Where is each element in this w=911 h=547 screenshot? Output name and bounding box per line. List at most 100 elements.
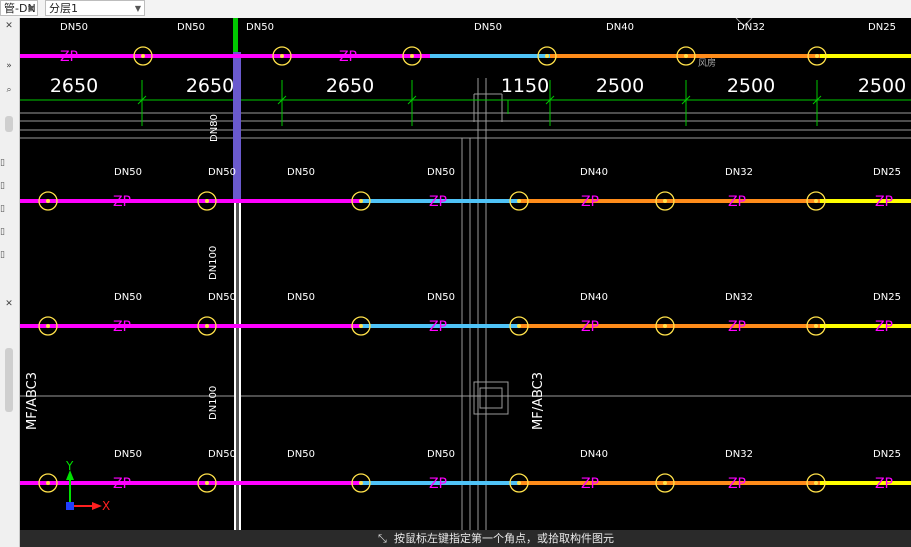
sprinkler-center xyxy=(359,199,363,203)
pipe-type-label: ZP xyxy=(113,194,131,210)
chevron-down-icon: ▼ xyxy=(134,4,141,13)
pipe-size-label: DN50 xyxy=(427,167,455,178)
sprinkler-head-icon xyxy=(509,473,529,493)
tree-item[interactable]: ▯ xyxy=(0,250,5,260)
sprinkler-head-icon xyxy=(133,46,153,66)
pipe-size-label: DN25 xyxy=(873,167,901,178)
pipe-size-label: DN25 xyxy=(873,449,901,460)
dimension-text: 2650 xyxy=(326,75,374,97)
pipe-type-label: ZP xyxy=(429,194,447,210)
pipe-size-label: DN50 xyxy=(208,449,236,460)
sprinkler-center xyxy=(663,199,667,203)
pipe-size-label: DN50 xyxy=(287,167,315,178)
tree-item[interactable]: ▯ xyxy=(0,227,5,237)
drawing-svg[interactable]: 2650 2650 2650 1150 2500 2500 2500 DN80 … xyxy=(20,18,911,530)
pipe-size-label: DN40 xyxy=(580,167,608,178)
sprinkler-head-icon xyxy=(38,473,58,493)
sprinkler-head-icon xyxy=(807,46,827,66)
close-icon[interactable]: ✕ xyxy=(5,21,13,31)
sprinkler-center xyxy=(141,54,145,58)
riser-label: DN80 xyxy=(209,114,220,142)
pipe-spec-dropdown[interactable]: 管-DN ▼ xyxy=(0,0,38,16)
pipe-type-label: ZP xyxy=(429,319,447,335)
sprinkler-center xyxy=(663,481,667,485)
sprinkler-head-icon xyxy=(197,473,217,493)
sprinkler-head-icon xyxy=(38,191,58,211)
pipe-type-label: ZP xyxy=(875,476,893,492)
left-panel: ✕ » ⌕ ▯ ▯ ▯ ▯ ▯ ✕ xyxy=(0,18,20,547)
pipe-size-label: DN25 xyxy=(873,292,901,303)
sprinkler-center xyxy=(410,54,414,58)
tree-item[interactable]: ▯ xyxy=(0,181,5,191)
sprinkler-center xyxy=(280,54,284,58)
riser-label: DN100 xyxy=(208,386,219,420)
close-icon[interactable]: ✕ xyxy=(5,299,13,309)
pipe-type-label: ZP xyxy=(60,49,78,65)
sprinkler-center xyxy=(359,324,363,328)
sprinkler-center xyxy=(205,481,209,485)
pipe-size-label: DN50 xyxy=(114,292,142,303)
sprinkler-head-icon xyxy=(351,191,371,211)
sprinkler-head-icon xyxy=(272,46,292,66)
sprinkler-head-icon xyxy=(537,46,557,66)
sprinkler-head-icon xyxy=(676,46,696,66)
side-label: MF/ABC3 xyxy=(25,372,40,430)
expand-icon[interactable]: » xyxy=(6,61,12,71)
pipe-type-label: ZP xyxy=(113,319,131,335)
sprinkler-center xyxy=(814,324,818,328)
riser-pipe-inner xyxy=(236,202,239,530)
tree-item[interactable]: ▯ xyxy=(0,204,5,214)
status-bar: ⤡ 按鼠标左键指定第一个角点，或拾取构件图元 xyxy=(20,530,911,547)
pipe-type-label: ZP xyxy=(875,194,893,210)
pipe-size-label: DN40 xyxy=(580,292,608,303)
tree-item[interactable]: ▯ xyxy=(0,158,5,168)
pipe-size-label: DN50 xyxy=(177,22,205,33)
pipe-type-label: ZP xyxy=(728,476,746,492)
pipe-size-label: DN40 xyxy=(606,22,634,33)
sprinkler-head-icon xyxy=(509,316,529,336)
pipe-type-label: ZP xyxy=(728,194,746,210)
pipe-size-label: DN32 xyxy=(725,449,753,460)
sprinkler-center xyxy=(517,199,521,203)
sprinkler-head-icon xyxy=(402,46,422,66)
sprinkler-center xyxy=(46,324,50,328)
search-icon[interactable]: ⌕ xyxy=(6,85,12,95)
floor-layer-dropdown[interactable]: 分层1 ▼ xyxy=(45,0,145,16)
sprinkler-head-icon xyxy=(806,473,826,493)
sprinkler-head-icon xyxy=(806,316,826,336)
wall-lines xyxy=(20,18,911,530)
pipe-size-label: DN50 xyxy=(114,167,142,178)
cad-canvas[interactable]: 2650 2650 2650 1150 2500 2500 2500 DN80 … xyxy=(20,18,911,530)
pipe-size-label: DN50 xyxy=(427,292,455,303)
pipe-spec-value: 管-DN xyxy=(4,2,36,15)
dimension-line xyxy=(20,80,911,126)
ucs-axis-icon: Y X xyxy=(65,459,110,513)
sprinkler-head-icon xyxy=(655,473,675,493)
pipe-type-label: ZP xyxy=(429,476,447,492)
pipe-size-label: DN50 xyxy=(474,22,502,33)
scrollbar-thumb[interactable] xyxy=(5,348,13,412)
floor-layer-value: 分层1 xyxy=(49,2,78,15)
sprinkler-center xyxy=(205,324,209,328)
pipe-type-label: ZP xyxy=(875,319,893,335)
sprinkler-center xyxy=(663,324,667,328)
sprinkler-center xyxy=(684,54,688,58)
sprinkler-head-icon xyxy=(197,316,217,336)
toolbar: 管-DN ▼ 分层1 ▼ xyxy=(0,0,911,19)
side-label: MF/ABC3 xyxy=(531,372,546,430)
sprinkler-center xyxy=(517,481,521,485)
sprinkler-center xyxy=(359,481,363,485)
sprinkler-center xyxy=(517,324,521,328)
scrollbar-thumb[interactable] xyxy=(5,116,13,132)
pipe-type-label: ZP xyxy=(581,476,599,492)
sprinkler-head-icon xyxy=(655,316,675,336)
dimension-text-group: 2650 2650 2650 1150 2500 2500 2500 xyxy=(50,75,906,97)
pipe-size-label: DN50 xyxy=(114,449,142,460)
sprinkler-head-icon xyxy=(351,473,371,493)
status-prompt: 按鼠标左键指定第一个角点，或拾取构件图元 xyxy=(394,532,614,545)
sprinkler-center xyxy=(814,481,818,485)
pipe-size-label: DN32 xyxy=(725,292,753,303)
sprinkler-center xyxy=(46,199,50,203)
pipe-size-label: DN50 xyxy=(427,449,455,460)
